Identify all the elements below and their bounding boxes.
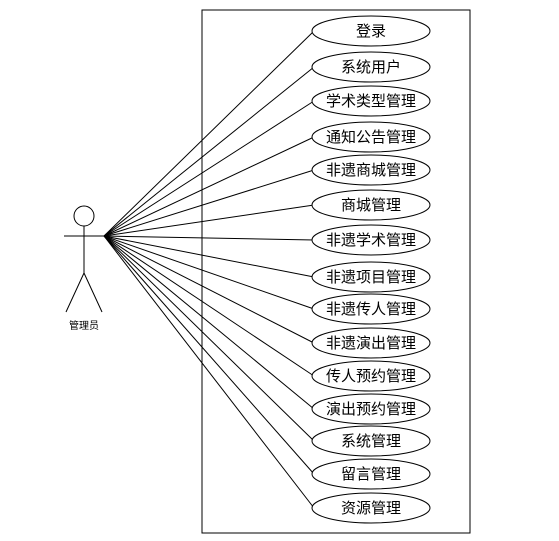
use-case-ellipse	[311, 224, 431, 256]
use-case-ellipse	[311, 15, 431, 47]
use-case-label: 资源管理	[341, 499, 401, 517]
use-case: 非遗学术管理	[311, 224, 431, 256]
use-case: 通知公告管理	[311, 121, 431, 153]
use-case: 资源管理	[311, 492, 431, 524]
use-case-label: 商城管理	[341, 196, 401, 214]
use-case-label: 非遗演出管理	[326, 334, 416, 352]
association-line	[103, 235, 315, 509]
use-case: 传人预约管理	[311, 360, 431, 392]
use-case-ellipse	[311, 327, 431, 359]
use-case-ellipse	[311, 360, 431, 392]
use-case-label: 传人预约管理	[326, 367, 416, 385]
association-line	[103, 66, 315, 237]
association-line	[103, 235, 315, 278]
association-line	[103, 30, 315, 237]
association-line	[103, 100, 315, 237]
actor-right-leg	[83, 272, 103, 313]
association-line	[103, 136, 315, 237]
use-case: 演出预约管理	[311, 393, 431, 425]
use-case: 非遗项目管理	[311, 261, 431, 293]
association-line	[103, 235, 315, 442]
use-case-ellipse	[311, 121, 431, 153]
use-case-label: 非遗项目管理	[326, 268, 416, 286]
use-case-label: 通知公告管理	[326, 128, 416, 146]
actor-figure	[64, 205, 104, 313]
use-case-label: 非遗学术管理	[326, 231, 416, 249]
association-line	[103, 169, 315, 237]
actor-left-leg	[65, 272, 85, 313]
use-case: 留言管理	[311, 458, 431, 490]
association-line	[103, 235, 315, 377]
use-case-label: 登录	[356, 22, 386, 40]
association-lines	[103, 30, 315, 509]
use-case: 学术类型管理	[311, 85, 431, 117]
use-case-label: 学术类型管理	[326, 92, 416, 110]
association-line	[103, 235, 315, 310]
use-case-ellipse	[311, 393, 431, 425]
use-case-ellipse	[311, 51, 431, 83]
use-case: 系统管理	[311, 425, 431, 457]
use-case-label: 非遗商城管理	[326, 161, 416, 179]
association-line	[103, 235, 315, 410]
association-line	[103, 235, 315, 241]
use-case-label: 非遗传人管理	[326, 300, 416, 318]
actor-label: 管理员	[69, 319, 99, 332]
system-boundary	[201, 9, 471, 534]
association-line	[103, 235, 315, 344]
association-line	[103, 204, 315, 237]
actor-head	[73, 205, 95, 227]
use-case: 登录	[311, 15, 431, 47]
use-case-ellipse	[311, 293, 431, 325]
use-case: 非遗商城管理	[311, 154, 431, 186]
use-case: 系统用户	[311, 51, 431, 83]
use-case-ellipse	[311, 492, 431, 524]
use-case-ellipse	[311, 189, 431, 221]
association-line	[103, 235, 315, 475]
use-case-ellipse	[311, 154, 431, 186]
use-case-ellipse	[311, 425, 431, 457]
use-case: 非遗演出管理	[311, 327, 431, 359]
use-case-label: 演出预约管理	[326, 400, 416, 418]
use-case-ellipse	[311, 85, 431, 117]
use-case-label: 系统管理	[341, 432, 401, 450]
use-case: 商城管理	[311, 189, 431, 221]
use-case-label: 系统用户	[341, 58, 401, 76]
use-case: 非遗传人管理	[311, 293, 431, 325]
use-case-label: 留言管理	[341, 465, 401, 483]
use-case-ellipse	[311, 458, 431, 490]
use-cases: 登录系统用户学术类型管理通知公告管理非遗商城管理商城管理非遗学术管理非遗项目管理…	[311, 15, 431, 524]
use-case-ellipse	[311, 261, 431, 293]
